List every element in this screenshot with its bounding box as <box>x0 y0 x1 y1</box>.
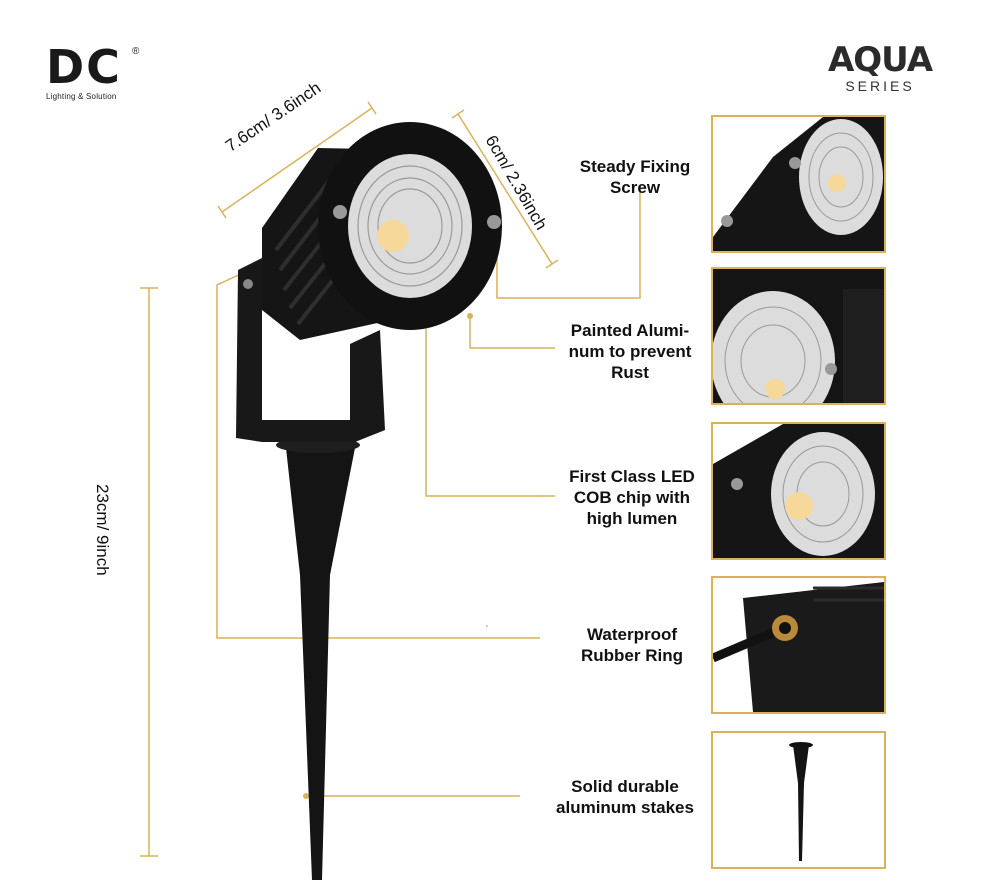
mounting-bracket <box>236 258 385 442</box>
height-dimension-label: 23cm/ 9inch <box>93 484 112 576</box>
svg-text:': ' <box>486 624 488 635</box>
thumb-painted-aluminum <box>711 267 886 405</box>
dimension-lines <box>140 101 559 857</box>
thumb-fixing-screw <box>711 115 886 253</box>
thumb-aluminum-stake <box>711 731 886 869</box>
painted-aluminum-detail-image <box>713 269 884 403</box>
dc-tagline: Lighting & Solution <box>46 92 117 101</box>
feature-label-led-cob-chip: First Class LED COB chip with high lumen <box>569 467 695 528</box>
lamp-housing <box>262 122 502 340</box>
ground-stake <box>286 448 355 880</box>
aqua-series-logo: AQUA SERIES <box>820 40 940 110</box>
rubber-ring-detail-image <box>713 578 884 712</box>
feature-label-rubber-ring: Waterproof Rubber Ring <box>581 625 683 665</box>
feature-label-painted-aluminum: Painted Alumi- num to prevent Rust <box>568 321 692 382</box>
registered-mark: ® <box>132 46 140 57</box>
thumb-led-cob-chip <box>711 422 886 560</box>
series-label: SERIES <box>845 78 915 94</box>
feature-label-fixing-screw: Steady Fixing Screw <box>579 157 691 197</box>
thumb-rubber-ring <box>711 576 886 714</box>
dc-logo-mark: DC <box>46 40 122 94</box>
led-cob-chip-detail-image <box>713 424 884 558</box>
feature-label-aluminum-stakes: Solid durable aluminum stakes <box>556 777 694 817</box>
aluminum-stake-detail-image <box>789 742 813 861</box>
fixing-screw-detail-image <box>713 117 884 251</box>
dc-logo: DC ® Lighting & Solution <box>46 44 156 104</box>
aqua-logo-word: AQUA <box>827 40 933 80</box>
